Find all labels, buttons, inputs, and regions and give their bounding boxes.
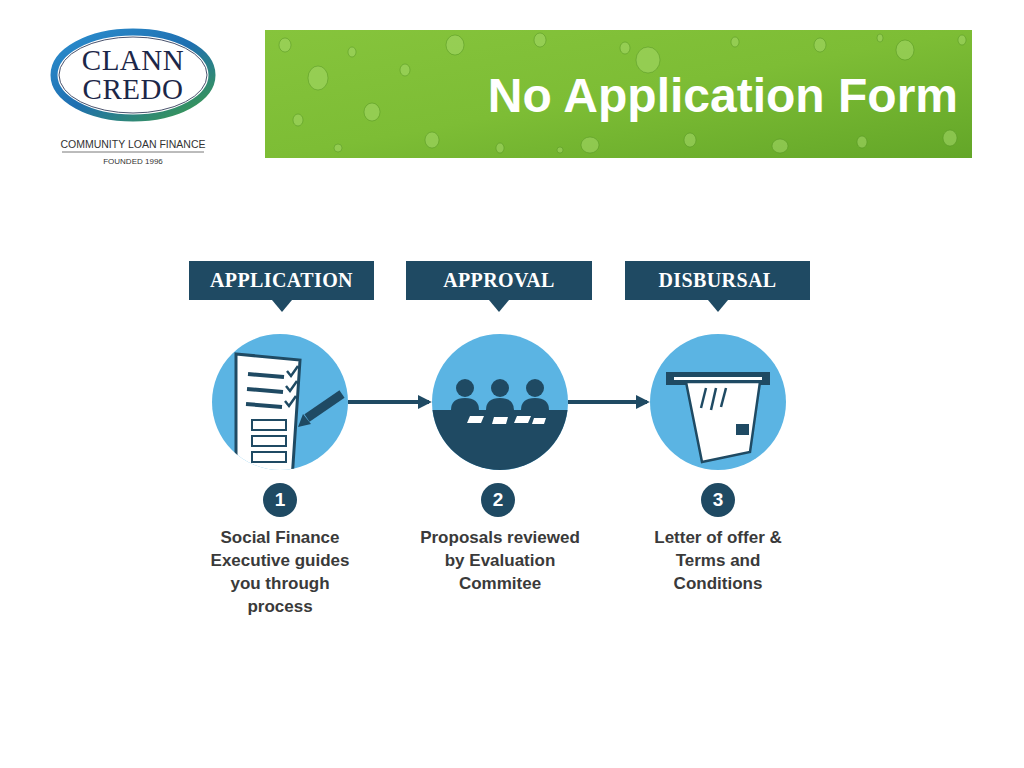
logo-founded: FOUNDED 1996 xyxy=(50,157,216,166)
droplet xyxy=(364,103,380,121)
step-title: APPROVAL xyxy=(443,269,555,292)
circle-outline xyxy=(650,334,786,470)
logo-oval: CLANN CREDO xyxy=(50,28,216,122)
slide-title: No Application Form xyxy=(265,66,958,126)
step-number: 3 xyxy=(701,483,735,517)
droplet xyxy=(581,137,599,153)
step-title: DISBURSAL xyxy=(658,269,776,292)
step-number: 2 xyxy=(481,483,515,517)
step-title: APPLICATION xyxy=(210,269,353,292)
step-number-text: 2 xyxy=(493,489,504,511)
step-caption: Proposals reviewed by Evaluation Commite… xyxy=(418,526,583,595)
step-circle: Social Finance Executive guides you thro… xyxy=(212,334,348,470)
droplet xyxy=(772,139,788,153)
circle-outline xyxy=(432,334,568,470)
step-caption: Social Finance Executive guides you thro… xyxy=(198,526,363,618)
circle-fill xyxy=(650,334,786,470)
droplet xyxy=(877,34,883,42)
step-circle: Letter of offer & Terms and Conditions xyxy=(650,334,786,470)
droplet xyxy=(814,38,826,52)
droplet xyxy=(279,38,291,52)
circle-fill xyxy=(432,334,568,470)
droplet xyxy=(348,47,356,57)
step-number-text: 3 xyxy=(713,489,724,511)
table-half xyxy=(432,410,567,470)
droplet xyxy=(620,42,630,54)
droplet xyxy=(557,147,563,153)
droplet xyxy=(425,132,439,148)
flow-arrow xyxy=(348,400,429,404)
logo-ring xyxy=(54,32,212,118)
logo-tagline: COMMUNITY LOAN FINANCE xyxy=(50,138,216,150)
circle-outline xyxy=(212,334,348,470)
logo-rule xyxy=(62,152,204,153)
leaf-banner xyxy=(265,30,972,158)
logo-inner-ring xyxy=(59,37,207,113)
droplet xyxy=(293,114,303,126)
step-circle: Proposals reviewed by Evaluation Commite… xyxy=(432,334,568,470)
droplet xyxy=(943,130,957,146)
droplet xyxy=(534,33,546,47)
step-number: 1 xyxy=(263,483,297,517)
step-header: DISBURSAL xyxy=(625,261,810,300)
droplet xyxy=(334,144,342,152)
step-number-text: 1 xyxy=(275,489,286,511)
number-disc xyxy=(481,483,515,517)
step-header: APPLICATION xyxy=(189,261,374,300)
droplet xyxy=(731,37,739,47)
step-caption: Letter of offer & Terms and Conditions xyxy=(646,526,791,595)
number-disc xyxy=(701,483,735,517)
droplet xyxy=(400,64,410,76)
number-disc xyxy=(263,483,297,517)
droplet xyxy=(308,66,328,90)
circle-fill xyxy=(212,334,348,470)
logo-name: CLANN CREDO xyxy=(71,46,195,104)
step-header: APPROVAL xyxy=(406,261,592,300)
droplet xyxy=(496,143,504,153)
droplet xyxy=(446,35,464,55)
droplet xyxy=(896,40,914,60)
droplet xyxy=(958,35,966,45)
flow-arrow xyxy=(568,400,647,404)
droplet xyxy=(857,136,867,148)
droplet xyxy=(684,133,696,147)
